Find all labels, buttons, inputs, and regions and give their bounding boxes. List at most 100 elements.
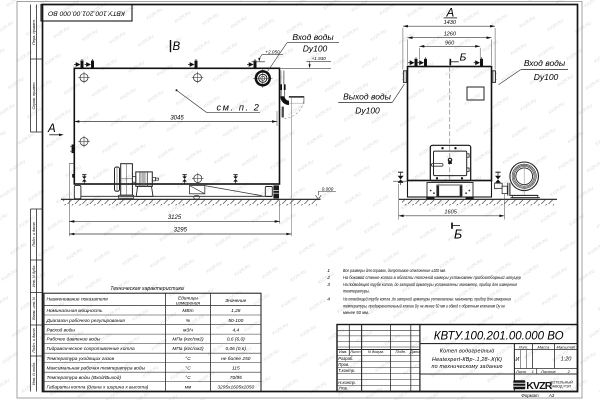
svg-text:На отводящей трубе котла ,до з: На отводящей трубе котла ,до запорной ар… (343, 296, 511, 303)
svg-text:Вход воды: Вход воды (524, 58, 566, 68)
svg-text:Наименование показателя: Наименование показателя (47, 297, 109, 303)
svg-text:1430: 1430 (444, 20, 457, 26)
svg-text:см. п. 2: см. п. 2 (216, 102, 260, 112)
svg-text:0.000: 0.000 (322, 186, 334, 191)
svg-text:Т.контр.: Т.контр. (338, 368, 355, 373)
svg-text:Лист: Лист (349, 349, 361, 354)
svg-text:°С: °С (185, 356, 191, 362)
svg-text:Dy100: Dy100 (534, 72, 559, 82)
svg-text:1: 1 (532, 369, 534, 374)
svg-text:Выход воды: Выход воды (343, 92, 392, 102)
svg-text:Масштаб: Масштаб (557, 344, 576, 349)
svg-text:Dy100: Dy100 (303, 43, 328, 53)
svg-text:Формат: Формат (521, 393, 539, 398)
svg-text:1: 1 (327, 268, 330, 274)
svg-text:МПа (кгс/см2): МПа (кгс/см2) (172, 346, 204, 352)
svg-text:Взам. инв. N: Взам. инв. N (31, 297, 36, 320)
svg-text:960: 960 (445, 40, 455, 46)
svg-text:4: 4 (327, 297, 330, 303)
svg-text:3045: 3045 (170, 116, 184, 122)
svg-text:°С: °С (185, 375, 191, 381)
svg-text:Подп.: Подп. (395, 349, 406, 354)
svg-text:измерения: измерения (176, 302, 200, 307)
svg-text:А3: А3 (548, 393, 555, 398)
svg-text:Лист: Лист (515, 369, 527, 374)
svg-text:4,4: 4,4 (232, 327, 239, 333)
svg-text:ЗАВОД РЭП: ЗАВОД РЭП (551, 385, 572, 389)
svg-text:+2.050: +2.050 (265, 49, 280, 54)
svg-text:КВТУ.100.201.00.000 ВО: КВТУ.100.201.00.000 ВО (434, 331, 564, 343)
svg-text:м3/ч: м3/ч (183, 327, 193, 333)
svg-text:МВт: МВт (182, 308, 193, 314)
svg-text:температуры, предохранительный: температуры, предохранительный клапан Dу… (343, 303, 505, 310)
svg-text:°С: °С (185, 365, 191, 371)
svg-text:Перв. примен.: Перв. примен. (31, 19, 36, 45)
svg-text:Котел водогрейный: Котел водогрейный (440, 348, 495, 355)
svg-text:Утв.: Утв. (338, 386, 348, 391)
svg-text:Температура уходящих газов: Температура уходящих газов (47, 356, 115, 362)
svg-text:Справ. примен.: Справ. примен. (31, 82, 36, 110)
svg-text:1260: 1260 (444, 32, 457, 38)
svg-text:3125: 3125 (168, 215, 182, 221)
svg-text:КВТУ.100.201.00.000 ВО: КВТУ.100.201.00.000 ВО (47, 9, 124, 16)
svg-text:Все размеры для справок, допус: Все размеры для справок, допустимое откл… (343, 268, 446, 274)
svg-text:Подп. и дата: Подп. и дата (31, 327, 36, 352)
svg-text:Рабочее давление воды: Рабочее давление воды (47, 337, 101, 343)
svg-text:50-100: 50-100 (228, 318, 243, 324)
svg-text:Вход воды: Вход воды (292, 32, 334, 42)
svg-text:Инв. N дубл.: Инв. N дубл. (31, 265, 36, 288)
svg-text:+1.930: +1.930 (312, 56, 327, 61)
svg-text:KVZR: KVZR (526, 380, 553, 392)
svg-text:1:20: 1:20 (561, 357, 573, 363)
svg-text:Н.контр.: Н.контр. (338, 380, 356, 385)
svg-text:Дата: Дата (409, 349, 421, 354)
svg-text:Максимальная рабочая температу: Максимальная рабочая температура воды (47, 365, 146, 371)
svg-text:мм: мм (185, 385, 192, 390)
svg-text:температуры.: температуры. (343, 290, 370, 295)
svg-text:1,28: 1,28 (231, 308, 241, 314)
svg-text:Листов: Листов (540, 369, 556, 374)
svg-text:Изм.: Изм. (339, 349, 348, 354)
svg-text:Габариты котла (длина х ширина: Габариты котла (длина х ширина х высота) (47, 384, 149, 390)
svg-text:70/95: 70/95 (230, 375, 242, 381)
svg-text:Техническая характеристика: Техническая характеристика (110, 286, 184, 292)
svg-text:Пров.: Пров. (338, 362, 349, 367)
svg-text:Номинальная мощность: Номинальная мощность (47, 308, 104, 314)
svg-text:%: % (186, 318, 191, 324)
svg-text:Heatexpert-КВр-.1,28-.К(К): Heatexpert-КВр-.1,28-.К(К) (432, 357, 502, 363)
svg-text:3295х1605х2050: 3295х1605х2050 (217, 384, 254, 390)
svg-text:Значение: Значение (225, 298, 246, 304)
svg-text:А: А (445, 8, 454, 20)
svg-text:0,06 (0,6): 0,06 (0,6) (226, 346, 247, 352)
svg-text:Б: Б (460, 51, 467, 63)
svg-text:N докум.: N докум. (368, 349, 384, 354)
svg-text:На подводящей трубе котла, до: На подводящей трубе котла, до запорной а… (343, 281, 517, 288)
svg-text:В: В (173, 41, 181, 53)
svg-text:2: 2 (567, 369, 571, 374)
svg-text:2: 2 (326, 275, 330, 281)
svg-text:Разраб.: Разраб. (338, 356, 353, 361)
svg-text:по техническому заданию: по техническому заданию (431, 364, 502, 370)
svg-text:Лит.: Лит. (518, 344, 528, 349)
svg-text:На боковой стенке котла в обла: На боковой стенке котла в области топочн… (343, 274, 521, 281)
svg-text:Единицы: Единицы (178, 295, 199, 301)
svg-text:3295: 3295 (174, 228, 188, 234)
svg-text:Температура воды (Вход/Выход): Температура воды (Вход/Выход) (47, 375, 122, 381)
svg-text:не более 250: не более 250 (221, 356, 251, 362)
svg-text:Инв. N подл.: Инв. N подл. (31, 362, 36, 385)
svg-text:И: И (515, 357, 519, 363)
svg-text:Подп. и дата: Подп. и дата (31, 221, 36, 246)
svg-text:115: 115 (232, 365, 240, 371)
svg-text:менее 50 мм.: менее 50 мм. (343, 310, 369, 316)
svg-text:1605: 1605 (444, 209, 457, 215)
svg-text:Dy100: Dy100 (355, 106, 380, 116)
svg-text:А: А (47, 123, 56, 135)
svg-text:3: 3 (327, 282, 330, 288)
svg-text:Б: Б (454, 228, 462, 242)
svg-text:Диапазон рабочего регулировани: Диапазон рабочего регулирования (46, 318, 126, 324)
svg-text:0,6 (6,0): 0,6 (6,0) (227, 337, 245, 343)
svg-text:Гидравлическое сопротивление к: Гидравлическое сопротивление котла (47, 346, 135, 352)
svg-text:Расход воды: Расход воды (47, 327, 76, 333)
svg-text:Масса: Масса (537, 344, 550, 349)
svg-text:КОТЕЛЬНЫЙ: КОТЕЛЬНЫЙ (551, 381, 574, 385)
